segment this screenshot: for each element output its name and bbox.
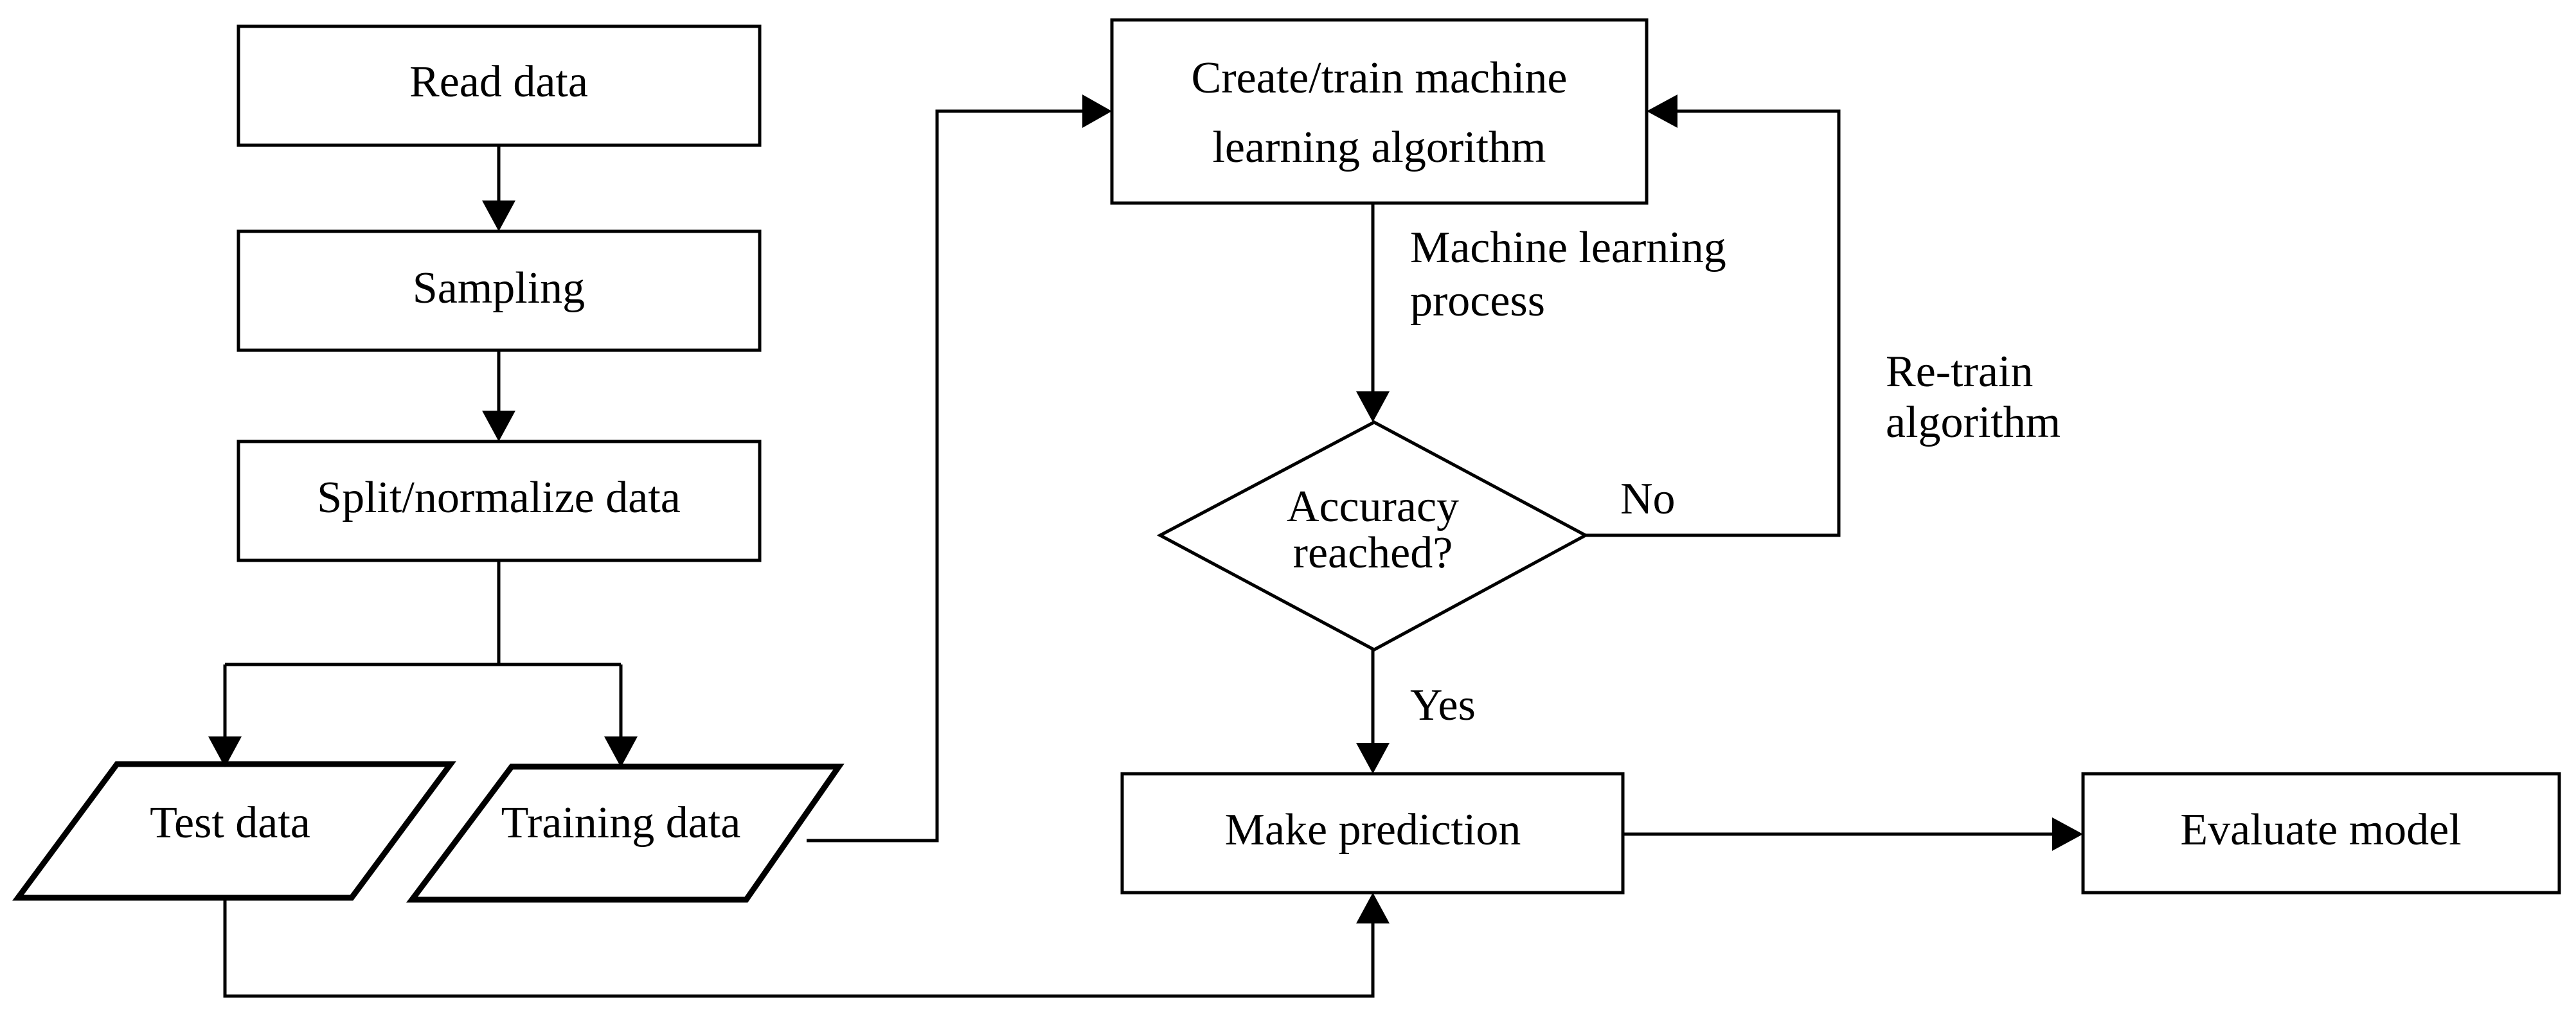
test-data-label: Test data xyxy=(150,798,310,848)
evaluate-model-box xyxy=(2081,772,2561,895)
arrow-retrain-loop xyxy=(1586,94,1841,537)
ml-process-label-line2: process xyxy=(1410,276,1545,326)
read-data-node: Read data xyxy=(237,24,762,147)
arrow-test-to-prediction xyxy=(223,893,1390,998)
evaluate-model-label: Evaluate model xyxy=(2180,805,2461,855)
create-train-label-line1: Create/train machine xyxy=(1192,53,1568,103)
arrow-read-to-sampling xyxy=(482,145,515,231)
arrow-decision-to-prediction xyxy=(1356,650,1390,774)
arrow-training-to-create xyxy=(807,94,1112,842)
make-prediction-node: Make prediction xyxy=(1120,772,1625,895)
make-prediction-label: Make prediction xyxy=(1225,805,1521,855)
read-data-label: Read data xyxy=(409,57,588,107)
sampling-box xyxy=(237,229,762,352)
test-data-node: Test data xyxy=(12,761,456,901)
decision-label-line1: Accuracy xyxy=(1287,482,1459,531)
ml-process-label-line1: Machine learning xyxy=(1410,223,1726,272)
training-data-label: Training data xyxy=(501,798,741,848)
training-data-shape xyxy=(406,763,845,903)
create-train-node: Create/train machine learning algorithm xyxy=(1110,18,1649,205)
arrow-sampling-to-split xyxy=(482,350,515,441)
retrain-label-line2: algorithm xyxy=(1886,398,2061,447)
decision-label-line2: reached? xyxy=(1293,528,1453,578)
split-normalize-node: Split/normalize data xyxy=(237,440,762,562)
split-normalize-label: Split/normalize data xyxy=(317,473,681,522)
training-data-node: Training data xyxy=(406,763,845,903)
arrow-split-fork xyxy=(208,560,638,767)
sampling-node: Sampling xyxy=(237,229,762,352)
arrow-prediction-to-evaluate xyxy=(1623,817,2083,851)
test-data-shape xyxy=(12,761,456,901)
sampling-label: Sampling xyxy=(413,263,585,313)
no-label: No xyxy=(1620,474,1676,524)
create-train-label-line2: learning algorithm xyxy=(1212,123,1546,172)
make-prediction-box xyxy=(1120,772,1625,895)
retrain-label-line1: Re-train xyxy=(1886,347,2033,397)
accuracy-decision-node: Accuracy reached? xyxy=(1156,420,1589,652)
evaluate-model-node: Evaluate model xyxy=(2081,772,2561,895)
yes-label: Yes xyxy=(1410,681,1476,730)
arrow-create-to-decision xyxy=(1356,203,1390,422)
read-data-box xyxy=(237,24,762,147)
create-train-box xyxy=(1110,18,1649,205)
split-normalize-box xyxy=(237,440,762,562)
